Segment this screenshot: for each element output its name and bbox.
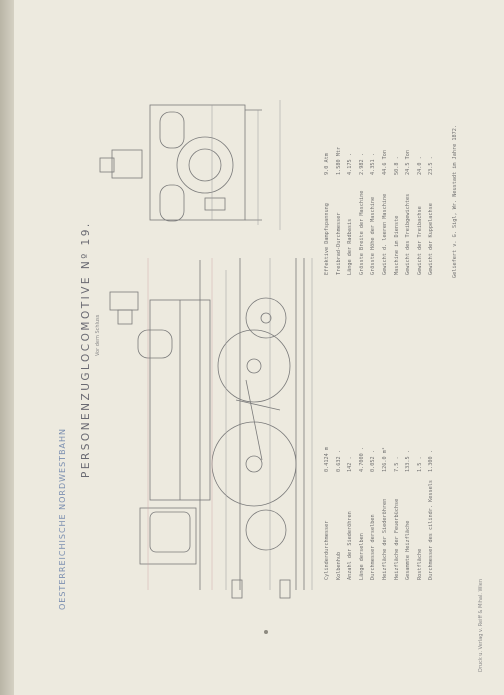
spec-label: Effektive Dampfspannung	[324, 203, 330, 275]
plate-sheet	[14, 0, 504, 695]
spec-value: 44.6 Ton	[381, 150, 388, 175]
spec-row: Länge der Radbasis 4.175 .	[345, 105, 357, 275]
spec-value: 24.0 .	[416, 156, 423, 175]
spec-row: Kolbenhub 0.632 .	[334, 320, 346, 580]
spec-label: Grösste Breite der Maschine	[358, 190, 365, 275]
spec-value: 4.175 .	[347, 153, 354, 175]
spec-value: 0.052 .	[370, 450, 377, 472]
spec-label: Maschine im Dienste	[393, 215, 400, 275]
spec-label: Cylinderdurchmesser	[324, 520, 330, 580]
spec-row: Anzahl der Siederöhren 142 .	[345, 320, 357, 580]
spec-row: Maschine im Dienste 50.8 .	[392, 105, 404, 275]
spec-value: 1.5 .	[416, 456, 423, 472]
spec-value: 9.0 Atm	[324, 153, 330, 175]
spec-label: Gesammte Heizfläche	[405, 520, 412, 580]
spec-row: Treibrad-Durchmesser 1.580 Mtr	[334, 105, 346, 275]
spec-row: Heizfläche der Siederöhren 126.0 m²	[380, 320, 392, 580]
page-subtitle: Vor dem Schluss	[95, 314, 101, 356]
spec-row: Gewicht der Treibachse 24.0 .	[415, 105, 427, 275]
spec-value: 4.351 .	[370, 153, 377, 175]
spec-row: Gewicht d. leeren Maschine 44.6 Ton	[380, 105, 392, 275]
spec-label: Durchmesser derselben	[370, 514, 377, 580]
spec-value: 7.5 .	[393, 456, 400, 472]
printer-note: Druck u. Verlag v. Reiff & Mihal. Wien	[478, 579, 484, 672]
spec-label: Länge der Radbasis	[347, 218, 354, 275]
spec-label: Rostfläche	[416, 548, 423, 580]
spec-row: Gewicht der Kuppelachse 23.5 .	[426, 105, 438, 275]
spec-label: Heizfläche der Feuerbüchse	[393, 498, 400, 580]
builder-note: Geliefert v. G. Sigl, Wr. Neustadt im Ja…	[452, 124, 458, 278]
railway-header: OESTERREICHISCHE NORDWESTBAHN	[58, 427, 67, 610]
page-title: PERSONENZUGLOCOMOTIVE Nº 19.	[80, 221, 92, 478]
spec-value: 24.5 Ton	[405, 150, 412, 175]
spec-value: 2.982 .	[358, 153, 365, 175]
spec-label: Treibrad-Durchmesser	[335, 212, 342, 275]
spec-row: Grösste Breite der Maschine 2.982 .	[357, 105, 369, 275]
spec-row: Gewicht des Treibgewichtes 24.5 Ton	[403, 105, 415, 275]
spec-value: 126.0 m²	[381, 447, 388, 472]
spec-row: Durchmesser des cilindr. Kessels 1.300 .	[426, 320, 438, 580]
spec-label: Gewicht der Kuppelachse	[428, 203, 435, 275]
spec-value: 50.8 .	[393, 156, 400, 175]
specs-left-table: Cylinderdurchmesser 0.4124 m Kolbenhub 0.63…	[322, 320, 438, 580]
spec-row: Effektive Dampfspannung 9.0 Atm	[322, 105, 334, 275]
spec-row: Gesammte Heizfläche 133.5 .	[403, 320, 415, 580]
spec-row: Cylinderdurchmesser 0.4124 m	[322, 320, 334, 580]
spec-label: Gewicht des Treibgewichtes	[405, 193, 412, 275]
spec-label: Durchmesser des cilindr. Kessels	[428, 480, 435, 580]
spec-label: Grösste Höhe der Maschine	[370, 196, 377, 275]
spec-label: Länge derselben	[358, 533, 365, 580]
spec-label: Heizfläche der Siederöhren	[381, 498, 388, 580]
spec-label: Kolbenhub	[335, 551, 342, 580]
spec-row: Durchmesser derselben 0.052 .	[368, 320, 380, 580]
spec-row: Rostfläche 1.5 .	[415, 320, 427, 580]
spec-label: Anzahl der Siederöhren	[347, 511, 354, 580]
spec-label: Gewicht der Treibachse	[416, 206, 423, 275]
spec-value: 142 .	[347, 456, 354, 472]
spec-value: 133.5 .	[405, 450, 412, 472]
spec-row: Länge derselben 4.7000 .	[357, 320, 369, 580]
spec-value: 23.5 .	[428, 156, 435, 175]
spec-row: Heizfläche der Feuerbüchse 7.5 .	[392, 320, 404, 580]
spec-value: 4.7000 .	[358, 447, 365, 472]
spec-value: 0.632 .	[335, 450, 342, 472]
spec-value: 1.580 Mtr	[335, 146, 342, 175]
spec-label: Gewicht d. leeren Maschine	[381, 193, 388, 275]
spec-row: Grösste Höhe der Maschine 4.351 .	[368, 105, 380, 275]
binding-hole	[264, 630, 268, 634]
spec-value: 1.300 .	[428, 450, 435, 472]
spec-value: 0.4124 m	[324, 447, 330, 472]
